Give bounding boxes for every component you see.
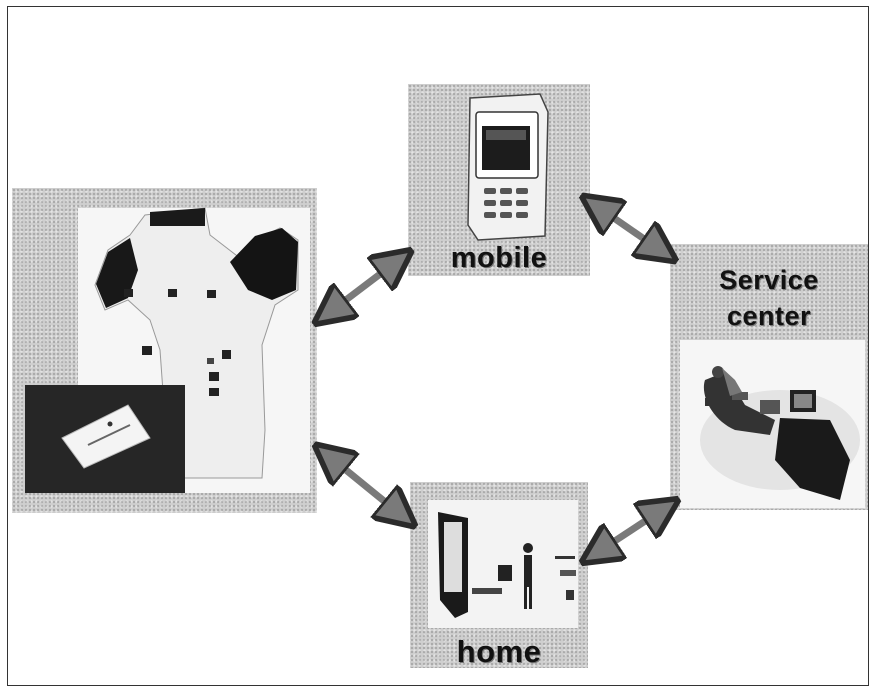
service-center-label-line2: center bbox=[670, 300, 868, 332]
phone-illustration bbox=[468, 94, 548, 240]
arrow-vest-home bbox=[330, 457, 400, 514]
mobile-label: mobile bbox=[408, 242, 590, 275]
arrow-home-service bbox=[598, 510, 662, 552]
home-label: home bbox=[410, 634, 588, 670]
home-illustration bbox=[438, 512, 576, 618]
arrow-vest-mobile bbox=[330, 262, 396, 312]
service-center-illustration bbox=[700, 366, 860, 500]
sensor-card-illustration bbox=[25, 385, 185, 493]
service-center-label-line1: Service bbox=[670, 264, 868, 296]
arrow-mobile-service bbox=[598, 207, 660, 250]
